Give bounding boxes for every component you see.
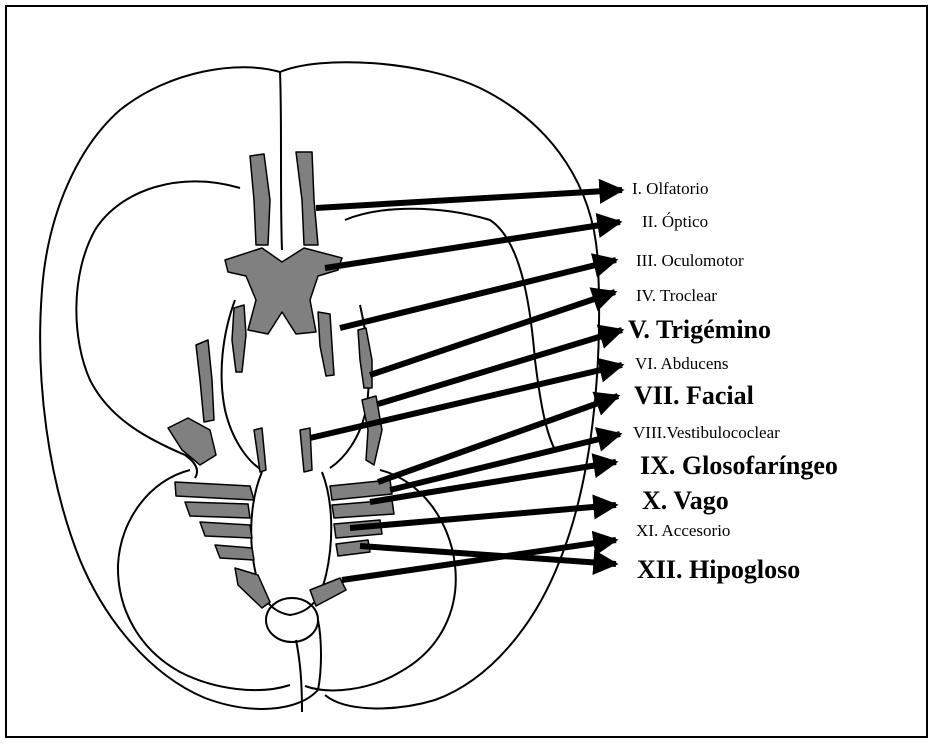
arrow-optico [325, 222, 620, 268]
trigeminal-left [196, 340, 214, 422]
label-vestibulococlear: VIII.Vestibulococlear [633, 424, 780, 441]
label-facial: VII. Facial [634, 383, 754, 409]
spinal-cord-section [266, 598, 318, 642]
vestibulocochlear-left [168, 418, 216, 465]
left-hemisphere-outline [40, 67, 321, 709]
label-oculomotor: III. Oculomotor [636, 252, 744, 269]
label-optico: II. Óptico [642, 213, 708, 230]
label-trigemino: V. Trigémino [628, 317, 771, 343]
arrow-olfatorio [316, 190, 622, 208]
label-accesorio: XI. Accesorio [636, 522, 730, 539]
abducens-right [300, 428, 312, 472]
arrow-oculomotor [340, 260, 616, 328]
olfactory-bulb-left [250, 154, 270, 245]
cerebellar-fissure [296, 640, 302, 712]
trochlear-right [358, 328, 372, 388]
accessory-left [215, 545, 254, 560]
hypoglossal-left [235, 568, 270, 608]
glossopharyngeal-left [175, 482, 254, 500]
hypoglossal-right-lower [310, 578, 346, 606]
label-vago: X. Vago [642, 488, 729, 514]
label-olfatorio: I. Olfatorio [632, 180, 708, 197]
olfactory-bulb-right [296, 152, 318, 245]
label-abducens: VI. Abducens [635, 355, 728, 372]
longitudinal-fissure [280, 72, 282, 250]
label-hipogloso: XII. Hipogloso [637, 557, 800, 583]
vagus-left-1 [185, 502, 250, 518]
temporal-lobe-left [76, 181, 240, 478]
arrow-troclear [370, 292, 615, 375]
label-glosofaringeo: IX. Glosofaríngeo [640, 453, 838, 479]
label-troclear: IV. Troclear [636, 287, 717, 304]
vagus-left-2 [200, 522, 252, 538]
vagus-right [332, 500, 394, 518]
oculomotor-left [232, 305, 246, 372]
oculomotor-right [318, 312, 334, 376]
